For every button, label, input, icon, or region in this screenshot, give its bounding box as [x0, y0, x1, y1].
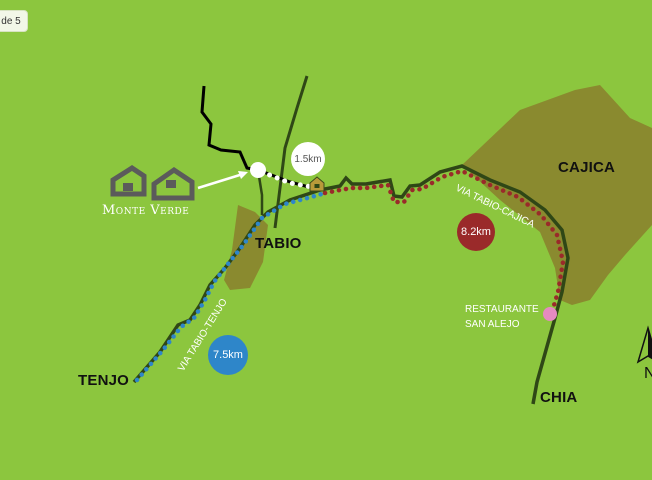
north-arrow-icon — [636, 325, 652, 364]
town-label-chia: CHIA — [540, 389, 578, 406]
route-monte-verde — [259, 169, 315, 190]
town-label-tabio: TABIO — [255, 235, 302, 252]
pointer-arrow-head — [238, 171, 248, 179]
road-monte-verde — [200, 85, 321, 192]
restaurant-name-line2: SAN ALEJO — [465, 319, 520, 330]
distance-badge-monte-verde: 1.5km — [291, 142, 325, 176]
road-north-branch — [273, 75, 309, 229]
distance-badge-tabio-tenjo: 7.5km — [208, 335, 248, 375]
town-label-tenjo: TENJO — [78, 372, 130, 389]
road-tenjo-tabio — [132, 188, 321, 384]
brand-name: Monte Verde — [102, 203, 190, 218]
restaurant-marker[interactable] — [543, 307, 557, 321]
distance-tabio-cajica: 8.2km — [461, 226, 491, 238]
road-tabio-cajica — [319, 164, 570, 405]
tabio-urban-area — [224, 205, 268, 290]
town-label-cajica: CAJICA — [558, 159, 616, 176]
location-marker[interactable] — [250, 162, 266, 178]
route-tabio-tenjo — [134, 190, 328, 383]
distance-badge-tabio-cajica: 8.2km — [457, 213, 495, 251]
pointer-arrow — [197, 172, 244, 190]
road-local-tabio — [256, 169, 264, 215]
small-house-icon — [309, 176, 325, 192]
restaurant-name-line1: RESTAURANTE — [465, 304, 539, 315]
route-tabio-cajica — [322, 168, 566, 315]
cajica-urban-area — [462, 85, 652, 305]
distance-tabio-tenjo: 7.5km — [213, 349, 243, 361]
distance-monte-verde: 1.5km — [294, 153, 322, 165]
house-icon — [110, 165, 195, 201]
north-label: N — [644, 365, 652, 382]
slide-counter: de 5 — [1, 15, 21, 27]
slide-counter-tab[interactable]: de 5 — [0, 10, 28, 32]
